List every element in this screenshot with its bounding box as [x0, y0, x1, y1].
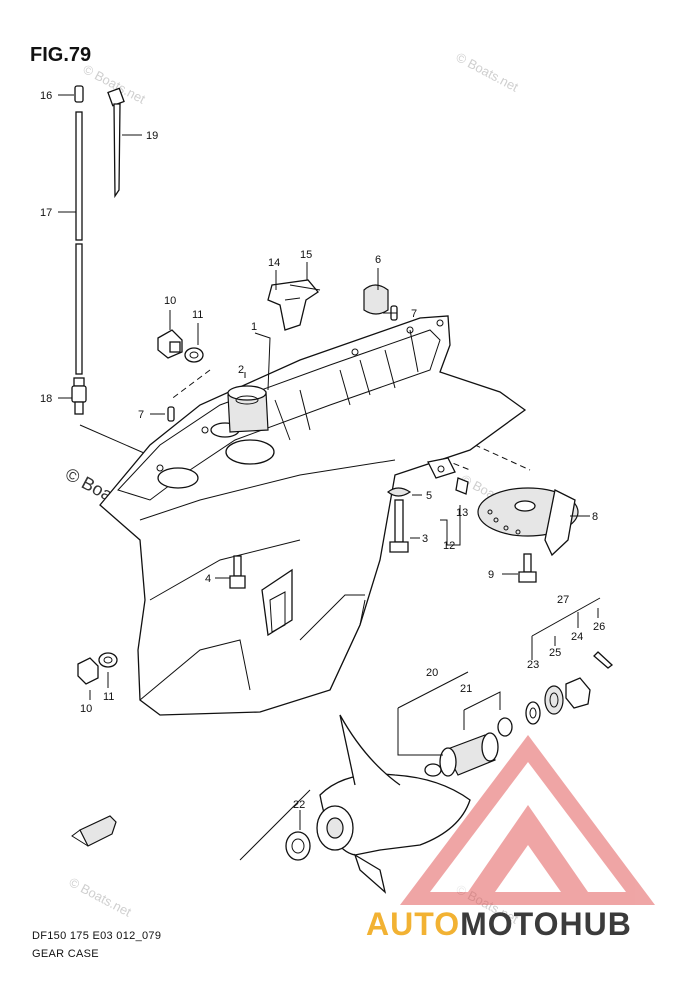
callout-20: 20	[426, 667, 438, 679]
callout-27: 27	[557, 594, 569, 606]
long-bolt	[389, 499, 409, 553]
figure-title: FIG.79	[30, 44, 92, 66]
callout-7-upper: 7	[411, 308, 417, 320]
propeller-hardware	[525, 651, 614, 725]
logo-part-hub: HUB	[559, 906, 632, 942]
figure-code: DF150 175 E03 012_079	[32, 930, 162, 942]
watermark-boats-1: © Boats.net	[454, 49, 522, 94]
anode-bracket	[387, 457, 469, 497]
callout-21: 21	[460, 683, 472, 695]
leader-dashed-plug	[169, 369, 211, 401]
watermark-boats-4: © Boats.net	[67, 874, 135, 919]
dowel-pin-lower	[167, 406, 175, 422]
callout-4: 4	[205, 573, 211, 585]
forward-arrow-icon	[71, 815, 117, 847]
callout-11-upper: 11	[192, 309, 203, 321]
callout-13: 13	[456, 507, 468, 519]
bolt	[229, 555, 246, 589]
callout-11-lower: 11	[103, 691, 114, 703]
shift-rod	[71, 85, 87, 415]
leader-lines	[58, 94, 601, 861]
rubber-cap	[363, 284, 389, 315]
callout-15: 15	[300, 249, 312, 261]
callout-8: 8	[592, 511, 598, 523]
callout-26: 26	[593, 621, 605, 633]
figure-name: GEAR CASE	[32, 948, 99, 960]
automotohub-logo: AUTOMOTOHUB	[366, 906, 632, 943]
anode-bolt	[518, 553, 537, 583]
callout-12: 12	[443, 540, 455, 552]
oil-plug-upper	[157, 329, 204, 363]
callout-19: 19	[146, 130, 158, 142]
logo-part-moto: MOTO	[460, 906, 560, 942]
callout-17: 17	[40, 207, 52, 219]
callout-2: 2	[238, 364, 244, 376]
propeller	[285, 714, 513, 894]
callout-22: 22	[293, 799, 305, 811]
warning-triangle-watermark-icon	[400, 735, 655, 905]
gear-case-housing	[99, 315, 527, 716]
callout-16: 16	[40, 90, 52, 102]
oil-plug-lower	[77, 652, 118, 685]
callout-1: 1	[251, 321, 257, 333]
cable-tie	[107, 87, 125, 199]
callout-25: 25	[549, 647, 561, 659]
callout-9: 9	[488, 569, 494, 581]
callout-14: 14	[268, 257, 280, 269]
callout-18: 18	[40, 393, 52, 405]
callout-5: 5	[426, 490, 432, 502]
callout-24: 24	[571, 631, 583, 643]
callout-3: 3	[422, 533, 428, 545]
water-tube-guide	[267, 279, 321, 331]
logo-part-auto: AUTO	[366, 906, 461, 942]
callout-7-lower: 7	[138, 409, 144, 421]
callout-6: 6	[375, 254, 381, 266]
callout-10-upper: 10	[164, 295, 176, 307]
callout-10-lower: 10	[80, 703, 92, 715]
callout-23: 23	[527, 659, 539, 671]
trim-tab	[477, 487, 579, 557]
